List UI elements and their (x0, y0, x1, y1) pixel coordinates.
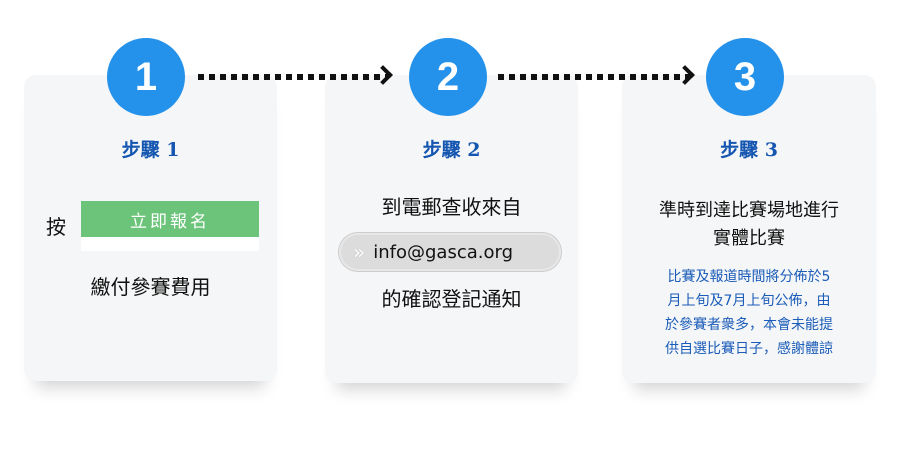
step-3-number: 3 (706, 38, 784, 116)
arrive-text-2: 實體比賽 (713, 228, 785, 249)
press-label: 按 (46, 215, 66, 239)
pay-fee-text: 繳付參賽費用 (90, 275, 211, 299)
step-3-title: 步驟 3 (720, 139, 778, 161)
register-now-button[interactable]: 立即報名 (81, 201, 259, 251)
note-line: 比賽及報道時間將分佈於5 (667, 269, 831, 285)
check-email-text: 到電郵查收來自 (381, 195, 522, 219)
note-line: 供自選比賽日子，感謝體諒 (665, 341, 833, 357)
arrive-text-1: 準時到達比賽場地進行 (659, 200, 839, 221)
step-2-title: 步驟 2 (422, 139, 481, 161)
step-1-card: 步驟 1 按 立即報名 繳付參賽費用 (24, 75, 277, 381)
dotted-connector-2 (498, 74, 690, 80)
register-now-label: 立即報名 (81, 201, 259, 237)
confirmation-text: 的確認登記通知 (381, 287, 522, 311)
step-3-card: 步驟 3 準時到達比賽場地進行 實體比賽 比賽及報道時間將分佈於5 月上旬及7月… (622, 75, 876, 383)
schedule-note: 比賽及報道時間將分佈於5 月上旬及7月上旬公佈，由 於參賽者衆多，本會未能提 供… (622, 265, 876, 361)
note-line: 月上旬及7月上旬公佈，由 (667, 293, 831, 309)
email-address: info@gasca.org (373, 241, 514, 263)
step-1-number: 1 (107, 38, 185, 116)
email-pill[interactable]: » info@gasca.org (339, 233, 561, 271)
step-1-title: 步驟 1 (121, 139, 180, 161)
note-line: 於參賽者衆多，本會未能提 (665, 317, 833, 333)
step-2-number: 2 (409, 38, 487, 116)
dotted-connector-1 (198, 74, 388, 80)
step-2-card: 步驟 2 到電郵查收來自 » info@gasca.org 的確認登記通知 (325, 75, 578, 383)
double-chevron-right-icon: » (353, 240, 366, 264)
